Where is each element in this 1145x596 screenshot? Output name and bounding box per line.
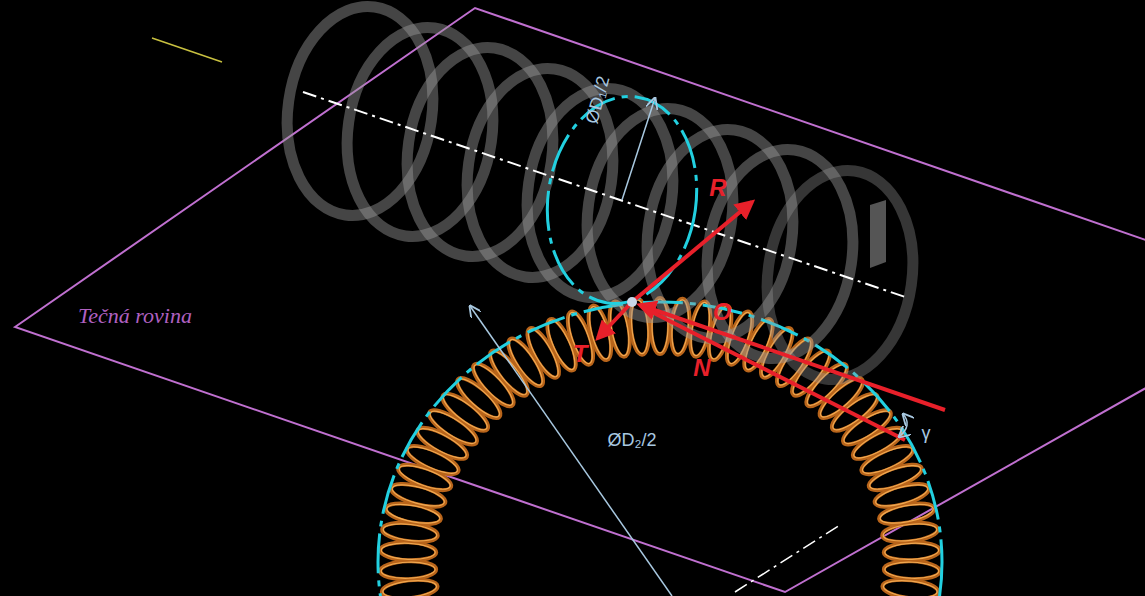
spring-coil: [878, 594, 936, 596]
spring-coil-highlight: [859, 442, 915, 479]
radius-leader: [622, 98, 655, 200]
spring-coil-highlight: [381, 542, 436, 560]
circle-d2: [378, 302, 942, 596]
spring-coil: [883, 541, 940, 561]
spring-coil-highlight: [397, 461, 453, 494]
spring-coil-highlight: [879, 595, 935, 596]
spring-coil-highlight: [382, 578, 437, 596]
spring-coil-highlight: [884, 542, 939, 560]
spring-coil-highlight: [885, 561, 939, 579]
axis-line: [735, 525, 840, 592]
force-label: R: [709, 174, 726, 202]
force-label: O: [713, 298, 732, 326]
spring-coil-highlight: [828, 389, 881, 435]
spring-coil: [380, 560, 437, 580]
spring-coil-highlight: [486, 347, 532, 399]
spring-coil-highlight: [850, 423, 905, 463]
dimension-label: ØD₂/2: [608, 430, 657, 451]
spring-coil-highlight: [504, 335, 547, 389]
spring-coil-highlight: [469, 360, 518, 410]
force-label: T: [573, 340, 588, 368]
circle-d1: [534, 87, 710, 314]
spring-coil: [384, 594, 442, 596]
force-vectors: [598, 202, 945, 440]
tangent-plane: [15, 8, 1145, 592]
contact-point: [627, 297, 637, 307]
spring-coil: [881, 520, 939, 544]
plane-label: Tečná rovina: [78, 303, 192, 329]
force-label: N: [693, 354, 710, 382]
spring-coil: [882, 577, 940, 596]
cylinder-spring: [274, 0, 926, 389]
yellow-mark: [152, 38, 222, 62]
axis-line: [303, 92, 908, 298]
spring-coil-highlight: [382, 521, 438, 543]
torus-spring: [380, 298, 940, 596]
spring-coil-highlight: [385, 595, 441, 596]
spring-coil: [884, 560, 941, 580]
spring-coil-highlight: [385, 501, 441, 527]
spring-end: [870, 200, 886, 268]
spring-coil-highlight: [523, 325, 563, 380]
spring-coil-highlight: [390, 480, 446, 510]
angle-label: γ: [922, 423, 931, 444]
spring-coil-highlight: [381, 561, 435, 579]
spring-coil-highlight: [879, 501, 935, 527]
spring-coil-highlight: [882, 521, 938, 543]
radius-leader: [470, 306, 672, 596]
spring-coil-highlight: [883, 578, 938, 596]
spring-coil: [380, 541, 437, 561]
spring-coil-highlight: [874, 480, 930, 510]
angle-arc: [899, 414, 907, 437]
spring-coil: [858, 440, 916, 479]
